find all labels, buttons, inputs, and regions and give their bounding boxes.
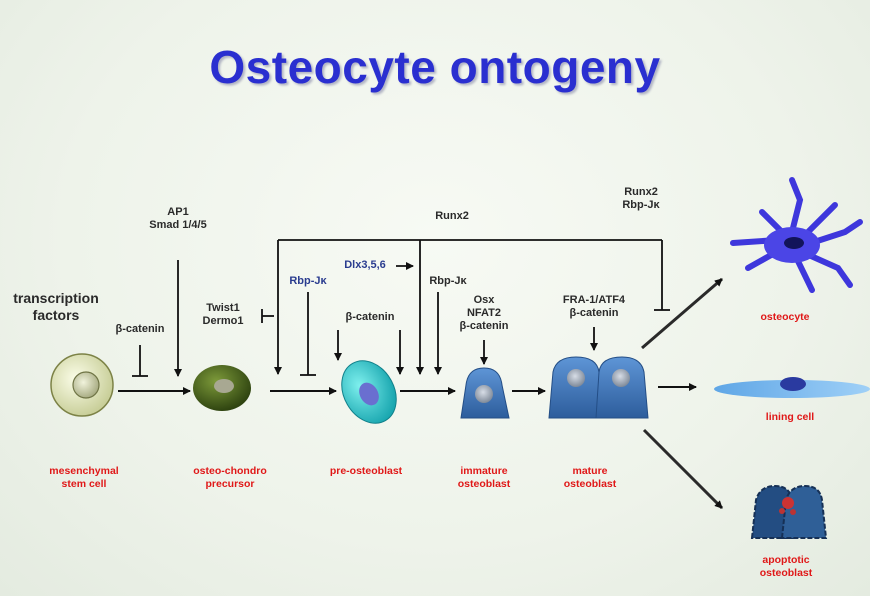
runx2-rbpjk-right-label: Runx2 Rbp-Jκ: [606, 186, 676, 212]
osteocyte-label: osteocyte: [760, 311, 810, 323]
regulatory-lines: [132, 239, 670, 377]
transcription-factors-line1: transcription: [13, 290, 99, 306]
fra-atf4-text: FRA-1/ATF4: [562, 294, 626, 306]
dlx-label: Dlx3,5,6: [344, 259, 386, 271]
beta-catenin-inhibitor-label: β-catenin: [115, 323, 165, 335]
fra-atf-label: FRA-1/ATF4 β-catenin: [548, 294, 640, 320]
lining-cell-shape: [714, 377, 870, 398]
beta-catenin-text-3: β-catenin: [459, 320, 509, 332]
beta-catenin-text-4: β-catenin: [569, 307, 619, 319]
ap1-smad-label: AP1 Smad 1/4/5: [135, 206, 221, 232]
arrow-to-osteocyte: [641, 277, 723, 350]
mesenchymal-text: mesenchymal: [49, 465, 119, 477]
transcription-factors-line2: factors: [32, 307, 80, 323]
arrow-to-apoptotic: [642, 428, 724, 510]
osx-text: Osx: [473, 294, 495, 306]
twist1-text: Twist1: [206, 302, 240, 314]
slide-title: Osteocyte ontogeny: [209, 41, 661, 93]
ap1-text: AP1: [167, 206, 189, 218]
runx2-right-text: Runx2: [624, 186, 658, 198]
mesenchymal-stem-cell-label: mesenchymal stem cell: [30, 465, 138, 491]
lining-cell-label: lining cell: [765, 411, 815, 423]
osteo-chondro-text: osteo-chondro: [193, 465, 267, 477]
rbpjk-right-text: Rbp-Jκ: [622, 199, 660, 211]
immature-osteoblast-text: osteoblast: [457, 478, 511, 490]
beta-catenin-label-2: β-catenin: [345, 311, 395, 323]
nfat2-text: NFAT2: [466, 307, 502, 319]
apoptotic-osteoblast-text: osteoblast: [759, 567, 813, 579]
dermo1-text: Dermo1: [202, 315, 244, 327]
immature-text: immature: [460, 465, 508, 477]
mature-osteoblast-label: mature osteoblast: [548, 465, 632, 491]
osteo-chondro-precursor-label: osteo-chondro precursor: [180, 465, 280, 491]
mature-text: mature: [572, 465, 608, 477]
precursor-text: precursor: [205, 478, 255, 490]
immature-osteoblast-label: immature osteoblast: [442, 465, 526, 491]
pre-osteoblast-shape: [341, 360, 397, 424]
pre-osteoblast-label: pre-osteoblast: [329, 465, 403, 477]
smad-text: Smad 1/4/5: [149, 219, 207, 231]
mesenchymal-stem-cell-shape: [50, 353, 114, 417]
stem-cell-text: stem cell: [61, 478, 107, 490]
osteo-chondro-precursor-shape: [193, 365, 251, 411]
osteocyte-shape: [730, 177, 863, 293]
immature-osteoblast-shape: [460, 367, 510, 419]
apoptotic-text: apoptotic: [762, 554, 810, 566]
apoptotic-osteoblast-shape: [750, 484, 828, 539]
rbpjk-label-2: Rbp-Jκ: [429, 275, 467, 287]
twist-dermo-label: Twist1 Dermo1: [188, 302, 258, 328]
apoptotic-osteoblast-label: apoptotic osteoblast: [736, 554, 836, 580]
transcription-factors-label: transcription factors: [0, 290, 112, 324]
runx2-top-label: Runx2: [435, 210, 469, 222]
mature-osteoblast-text: osteoblast: [563, 478, 617, 490]
rbpjk-label-1: Rbp-Jκ: [289, 275, 327, 287]
lineage-arrows: [118, 383, 697, 395]
mature-osteoblast-shape: [548, 356, 649, 419]
osx-nfat-label: Osx NFAT2 β-catenin: [446, 294, 522, 333]
